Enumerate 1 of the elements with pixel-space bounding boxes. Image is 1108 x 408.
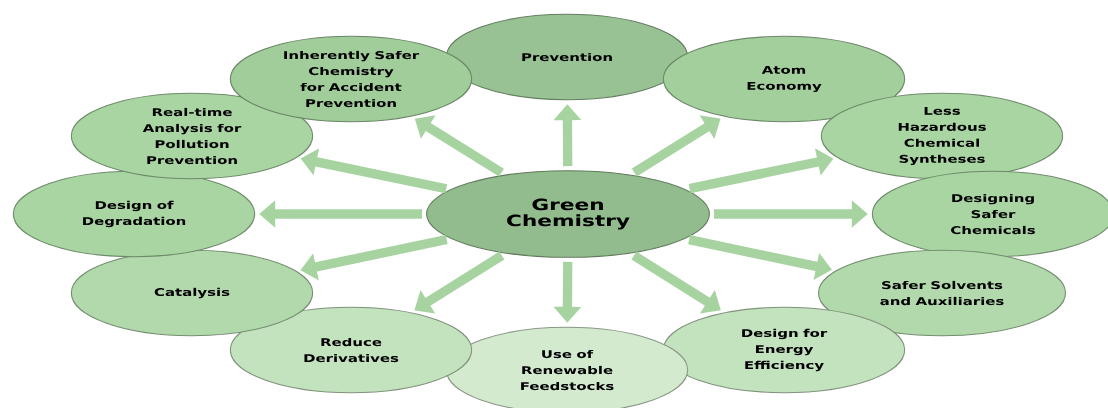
arrow bbox=[414, 251, 505, 314]
